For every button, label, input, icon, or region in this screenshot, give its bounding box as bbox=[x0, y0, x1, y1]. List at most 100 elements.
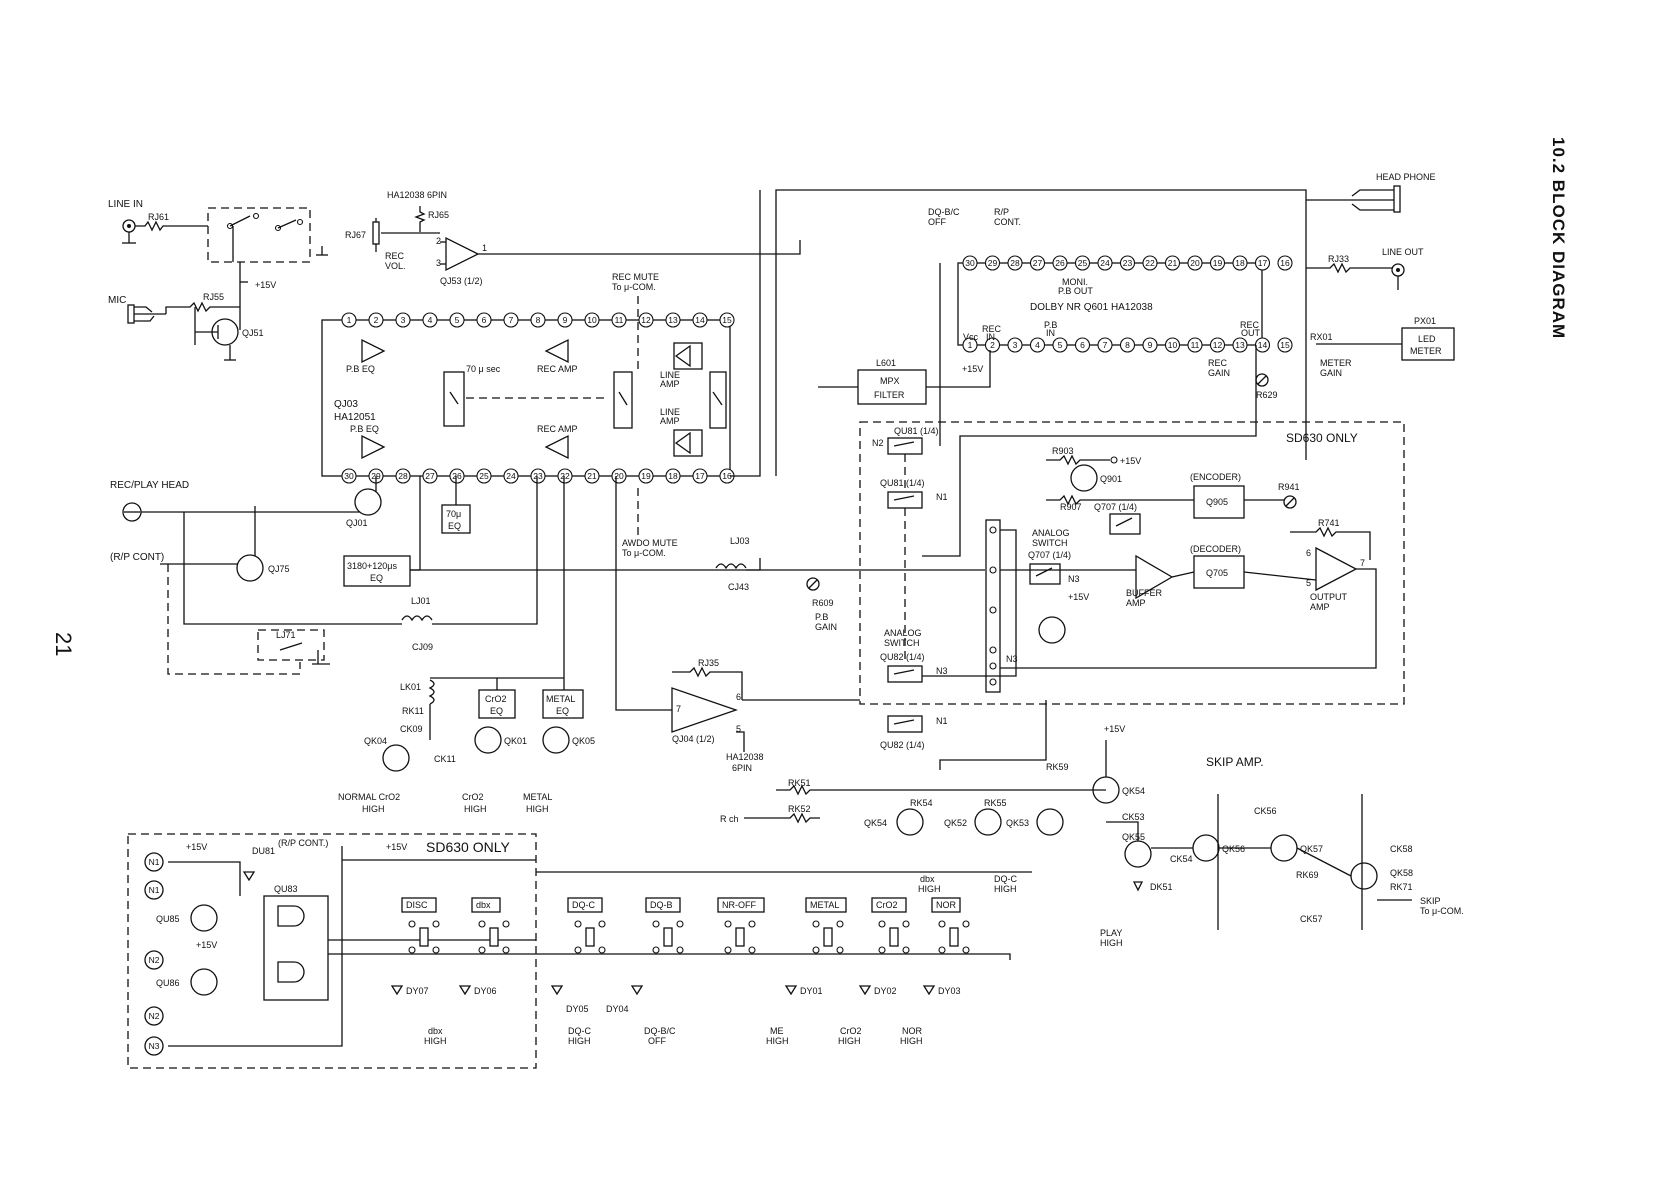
qj03-top-pin-number: 9 bbox=[563, 315, 568, 325]
rec-amp-top-label: REC AMP bbox=[537, 364, 578, 374]
rec-amp-bottom-label: REC AMP bbox=[537, 424, 578, 434]
line-amp-bottom-label: LINE bbox=[660, 407, 680, 417]
mode-switch-contact bbox=[432, 946, 440, 954]
mode-switch-contact bbox=[938, 920, 946, 928]
pb-eq-top-amp-icon bbox=[361, 338, 386, 364]
pb-eq-top-label: P.B EQ bbox=[346, 364, 375, 374]
qj03-bottom-pin-circle bbox=[638, 468, 654, 484]
r-ch-label: R ch bbox=[720, 814, 739, 824]
rec-gain-label: REC bbox=[1208, 358, 1228, 368]
qk58-transistor-icon bbox=[1350, 862, 1378, 890]
rk55-label: RK55 bbox=[984, 798, 1007, 808]
qk05-label: QK05 bbox=[572, 736, 595, 746]
svg-text:MPX: MPX bbox=[880, 376, 900, 386]
qj03-top-pin-circle bbox=[422, 312, 438, 328]
qk54a-label: QK54 bbox=[864, 818, 887, 828]
qu81a-switch bbox=[887, 437, 923, 455]
qj03-bottom-pin-number: 24 bbox=[506, 471, 516, 481]
qu86-transistor-icon bbox=[190, 968, 218, 996]
qj01-label: QJ01 bbox=[346, 518, 368, 528]
svg-text:EQ: EQ bbox=[556, 706, 569, 716]
dolby-bottom-pin-number: 2 bbox=[990, 340, 995, 350]
70u-eq-block bbox=[441, 504, 471, 534]
mode-switch-contact bbox=[724, 920, 732, 928]
svg-text:IN: IN bbox=[1046, 328, 1055, 338]
qj03-bottom-pin-number: 23 bbox=[533, 471, 543, 481]
qk04-label: QK04 bbox=[364, 736, 387, 746]
dolby-top-pin-circle bbox=[962, 255, 978, 271]
ck53-label: CK53 bbox=[1122, 812, 1145, 822]
dolby-top-pin-number: 29 bbox=[988, 258, 998, 268]
svg-text:7: 7 bbox=[1360, 558, 1365, 568]
svg-text:3180+120μs: 3180+120μs bbox=[347, 561, 397, 571]
mode-switch-button[interactable] bbox=[889, 927, 899, 947]
n2-node-a: N2 bbox=[872, 438, 884, 448]
dolby-top-pin-circle bbox=[984, 255, 1001, 271]
qj03-bottom-pin-circle bbox=[395, 468, 411, 484]
mode-switch-button[interactable] bbox=[419, 927, 429, 947]
qu86-supply: +15V bbox=[196, 940, 217, 950]
qk04-transistor-icon bbox=[382, 744, 410, 772]
r741-label: R741 bbox=[1318, 518, 1340, 528]
svg-text:METER: METER bbox=[1410, 346, 1442, 356]
svg-text:HIGH: HIGH bbox=[900, 1036, 923, 1046]
mode-switch-button[interactable] bbox=[585, 927, 595, 947]
dy04-led-icon bbox=[630, 985, 644, 996]
output-amp-label: OUTPUT bbox=[1310, 592, 1348, 602]
mode-switch-button[interactable] bbox=[949, 927, 959, 947]
qj03-top-pin-circle bbox=[557, 312, 573, 328]
qj03-top-pin-circle bbox=[665, 312, 681, 328]
svg-text:6PIN: 6PIN bbox=[732, 763, 752, 773]
rx01-label: RX01 bbox=[1310, 332, 1333, 342]
dolby-bottom-pin-circle bbox=[1119, 337, 1136, 353]
mode-switch-contact bbox=[652, 946, 660, 954]
svg-text:IN: IN bbox=[986, 332, 995, 342]
dy02-label: DY02 bbox=[874, 986, 897, 996]
svg-text:SWITCH: SWITCH bbox=[884, 638, 920, 648]
svg-text:FILTER: FILTER bbox=[874, 390, 905, 400]
q901-transistor-icon bbox=[1070, 464, 1098, 492]
dk51-label: DK51 bbox=[1150, 882, 1173, 892]
qu82b-label: QU82 (1/4) bbox=[880, 740, 925, 750]
meter-gain-label: METER bbox=[1320, 358, 1352, 368]
sd630-region-a bbox=[859, 421, 1405, 705]
svg-text:1: 1 bbox=[482, 243, 487, 253]
q901-supply: +15V bbox=[1120, 456, 1141, 466]
n2-terminal-a bbox=[144, 950, 164, 970]
svg-text:5: 5 bbox=[1306, 578, 1311, 588]
r903-label: R903 bbox=[1052, 446, 1074, 456]
dy01-label: DY01 bbox=[800, 986, 823, 996]
play-label: PLAY bbox=[1100, 928, 1122, 938]
analog-switch-label-b: ANALOG bbox=[1032, 528, 1070, 538]
metal-eq-block bbox=[542, 689, 584, 719]
qk04-output: NORMAL CrO2 bbox=[338, 792, 400, 802]
mode-switch-label-box bbox=[645, 897, 681, 913]
dy03-led-icon bbox=[922, 985, 936, 996]
mode-switch-label-box bbox=[717, 897, 765, 913]
svg-text:OFF: OFF bbox=[648, 1036, 666, 1046]
mode-switch-contact bbox=[878, 946, 886, 954]
mode-switch-button[interactable] bbox=[823, 927, 833, 947]
mode-switch-button[interactable] bbox=[735, 927, 745, 947]
led-cro2-label: CrO2 bbox=[840, 1026, 862, 1036]
dolby-top-pin-number: 24 bbox=[1100, 258, 1110, 268]
rk69-label: RK69 bbox=[1296, 870, 1319, 880]
mic-jack-icon bbox=[127, 304, 135, 324]
mode-switch-label-box bbox=[805, 897, 847, 913]
rec-amp-top-icon bbox=[544, 338, 569, 364]
qj03-top-pin-circle bbox=[584, 312, 600, 328]
qu83-supply: +15V bbox=[386, 842, 407, 852]
qj03-bottom-pin-circle bbox=[503, 468, 519, 484]
mode-switch-button[interactable] bbox=[489, 927, 499, 947]
svg-text:AMP: AMP bbox=[660, 379, 680, 389]
q901-label: Q901 bbox=[1100, 474, 1122, 484]
svg-text:5: 5 bbox=[736, 724, 741, 734]
svg-text:HIGH: HIGH bbox=[424, 1036, 447, 1046]
qk52-transistor-icon bbox=[974, 808, 1002, 836]
dolby-bottom-pin-circle bbox=[1074, 337, 1091, 353]
buffer-amp-label: BUFFER bbox=[1126, 588, 1163, 598]
n3-node-b: N3 bbox=[1006, 654, 1018, 664]
output-amp-icon bbox=[1315, 546, 1358, 592]
svg-text:To μ-COM.: To μ-COM. bbox=[612, 282, 656, 292]
mode-switch-button[interactable] bbox=[663, 927, 673, 947]
